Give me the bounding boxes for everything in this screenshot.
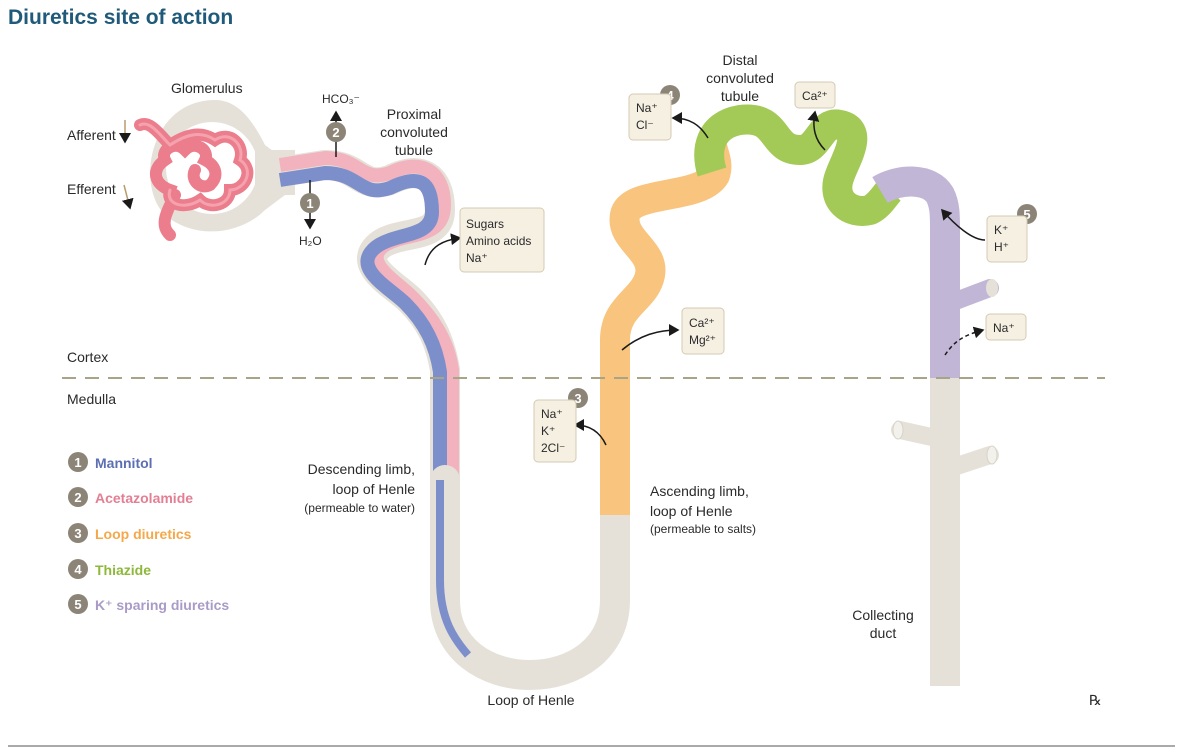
svg-text:2Cl⁻: 2Cl⁻ xyxy=(541,441,565,455)
loop-of-henle xyxy=(430,465,630,690)
svg-text:Mg²⁺: Mg²⁺ xyxy=(689,333,716,347)
svg-text:1: 1 xyxy=(306,196,313,211)
legend-item-thiazide: 4 Thiazide xyxy=(68,559,151,579)
svg-text:Na⁺: Na⁺ xyxy=(993,321,1015,335)
svg-text:Amino acids: Amino acids xyxy=(466,234,531,248)
label-descending-3: (permeable to water) xyxy=(304,501,415,515)
svg-text:Mannitol: Mannitol xyxy=(95,455,153,471)
box-sodium: Na⁺ xyxy=(985,313,1027,341)
legend-item-loop-diuretics: 3 Loop diuretics xyxy=(68,523,192,543)
svg-text:Sugars: Sugars xyxy=(466,217,504,231)
label-medulla: Medulla xyxy=(67,391,116,407)
label-proximal-1: Proximal xyxy=(387,106,441,122)
label-cortex: Cortex xyxy=(67,349,108,365)
svg-text:Acetazolamide: Acetazolamide xyxy=(95,490,193,506)
label-ascending-1: Ascending limb, xyxy=(650,483,749,499)
collecting-duct-medullary xyxy=(891,378,999,686)
svg-text:K⁺: K⁺ xyxy=(994,223,1008,237)
svg-text:3: 3 xyxy=(574,391,581,406)
svg-text:Thiazide: Thiazide xyxy=(95,562,151,578)
box-calcium: Ca²⁺ xyxy=(794,81,836,109)
label-descending-1: Descending limb, xyxy=(308,461,415,477)
box-na-cl: Na⁺ Cl⁻ xyxy=(628,93,672,141)
svg-text:K⁺: K⁺ xyxy=(541,424,555,438)
rx-watermark: ℞ xyxy=(1089,692,1102,708)
legend-item-acetazolamide: 2 Acetazolamide xyxy=(68,487,193,507)
label-efferent: Efferent xyxy=(67,181,116,197)
label-hco3: HCO₃⁻ xyxy=(322,92,360,106)
badge-acetazolamide-site: 2 xyxy=(326,122,346,142)
label-distal-3: tubule xyxy=(721,88,759,104)
label-collecting-2: duct xyxy=(870,625,897,641)
badge-mannitol-site: 1 xyxy=(300,193,320,213)
label-collecting-1: Collecting xyxy=(852,607,913,623)
svg-text:H⁺: H⁺ xyxy=(994,240,1009,254)
svg-text:4: 4 xyxy=(74,562,82,577)
label-proximal-2: convoluted xyxy=(380,124,448,140)
label-loop-of-henle: Loop of Henle xyxy=(487,692,574,708)
label-h2o: H₂O xyxy=(299,234,322,248)
svg-text:1: 1 xyxy=(74,455,81,470)
legend-item-mannitol: 1 Mannitol xyxy=(68,452,153,472)
legend-item-k-sparing: 5 K⁺ sparing diuretics xyxy=(68,594,229,614)
svg-text:Ca²⁺: Ca²⁺ xyxy=(802,89,828,103)
collecting-duct-cortical xyxy=(872,166,960,378)
label-distal-1: Distal xyxy=(722,52,757,68)
box-sugars: Sugars Amino acids Na⁺ xyxy=(459,207,545,273)
label-descending-2: loop of Henle xyxy=(332,481,415,497)
svg-text:Loop diuretics: Loop diuretics xyxy=(95,526,192,542)
svg-text:K⁺ sparing diuretics: K⁺ sparing diuretics xyxy=(95,597,229,613)
label-glomerulus: Glomerulus xyxy=(171,80,243,96)
distal-convoluted-tubule xyxy=(694,104,902,226)
svg-text:2: 2 xyxy=(74,490,81,505)
svg-text:5: 5 xyxy=(74,597,81,612)
svg-text:5: 5 xyxy=(1023,207,1030,222)
label-distal-2: convoluted xyxy=(706,70,774,86)
label-proximal-3: tubule xyxy=(395,142,433,158)
svg-text:3: 3 xyxy=(74,526,81,541)
svg-text:Na⁺: Na⁺ xyxy=(541,407,563,421)
figure-title: Diuretics site of action xyxy=(8,6,234,29)
svg-text:Ca²⁺: Ca²⁺ xyxy=(689,316,715,330)
box-na-k-2cl: Na⁺ K⁺ 2Cl⁻ xyxy=(533,399,577,463)
svg-text:2: 2 xyxy=(332,125,339,140)
label-afferent: Afferent xyxy=(67,127,116,143)
svg-text:Na⁺: Na⁺ xyxy=(636,101,658,115)
legend: 1 Mannitol 2 Acetazolamide 3 Loop diuret… xyxy=(68,452,229,614)
box-ca-mg: Ca²⁺ Mg²⁺ xyxy=(681,307,725,355)
label-ascending-3: (permeable to salts) xyxy=(650,522,756,536)
label-ascending-2: loop of Henle xyxy=(650,503,733,519)
svg-text:Cl⁻: Cl⁻ xyxy=(636,118,654,132)
box-k-h: K⁺ H⁺ xyxy=(986,215,1028,263)
svg-text:Na⁺: Na⁺ xyxy=(466,251,488,265)
